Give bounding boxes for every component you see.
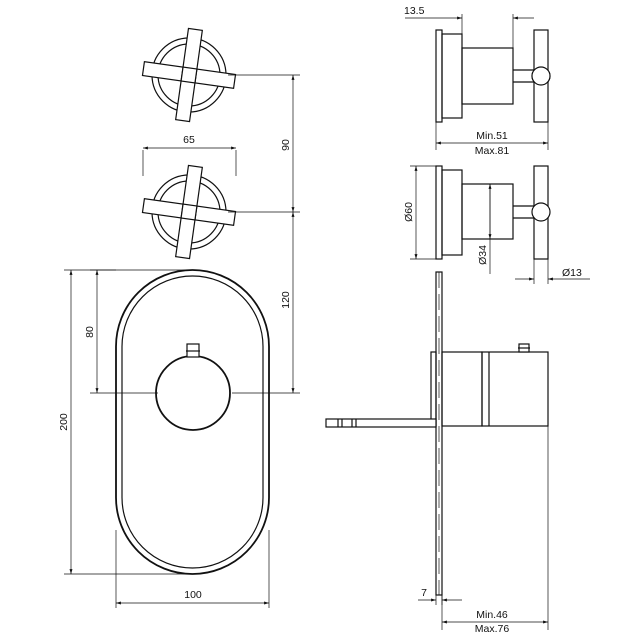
side-handle-top [435, 29, 551, 123]
dim-label-plate-width: 100 [184, 589, 202, 601]
dim-label-wall-plate-thickness: 7 [421, 587, 427, 599]
dim-label-projection-bottom-max: Max.76 [475, 623, 510, 635]
dim-vertical-spacing: 90 120 [228, 74, 300, 394]
side-handle-middle [435, 165, 551, 260]
dim-plate-height: 200 [58, 269, 188, 575]
dim-label-handle-to-plate: 120 [280, 291, 292, 309]
dim-label-handle-spacing: 90 [280, 139, 292, 151]
dim-stem-diameter: Ø13 [515, 259, 590, 284]
front-cross-handle-middle [141, 164, 237, 260]
dim-plate-offset: 13.5 [404, 5, 534, 48]
dim-wall-plate-thickness: 7 [418, 570, 462, 605]
side-mixer-body [325, 271, 549, 596]
dim-label-body-diameter: Ø34 [477, 245, 489, 265]
dim-label-projection-top-min: Min.51 [476, 130, 508, 142]
dim-label-flange-diameter: Ø60 [403, 202, 415, 222]
dim-label-projection-top-max: Max.81 [475, 145, 510, 157]
dim-flange-diameter: Ø60 [403, 165, 436, 260]
dim-label-plate-offset: 13.5 [404, 5, 425, 17]
dim-label-stem-diameter: Ø13 [562, 267, 582, 279]
dim-projection-bottom: Min.46 Max.76 [441, 426, 549, 635]
dim-knob-offset: 80 [84, 269, 158, 394]
dim-label-knob-offset: 80 [84, 326, 96, 338]
dim-body-diameter: Ø34 [477, 183, 497, 274]
front-wall-plate [115, 269, 270, 575]
front-cross-handle-top [141, 27, 237, 123]
dim-label-plate-height: 200 [58, 413, 70, 431]
dim-handle-width: 65 [142, 134, 237, 176]
dim-label-projection-bottom-min: Min.46 [476, 609, 508, 621]
dim-label-handle-width: 65 [183, 134, 195, 146]
dim-plate-width: 100 [115, 530, 270, 608]
dim-projection-top: Min.51 Max.81 [435, 122, 549, 157]
